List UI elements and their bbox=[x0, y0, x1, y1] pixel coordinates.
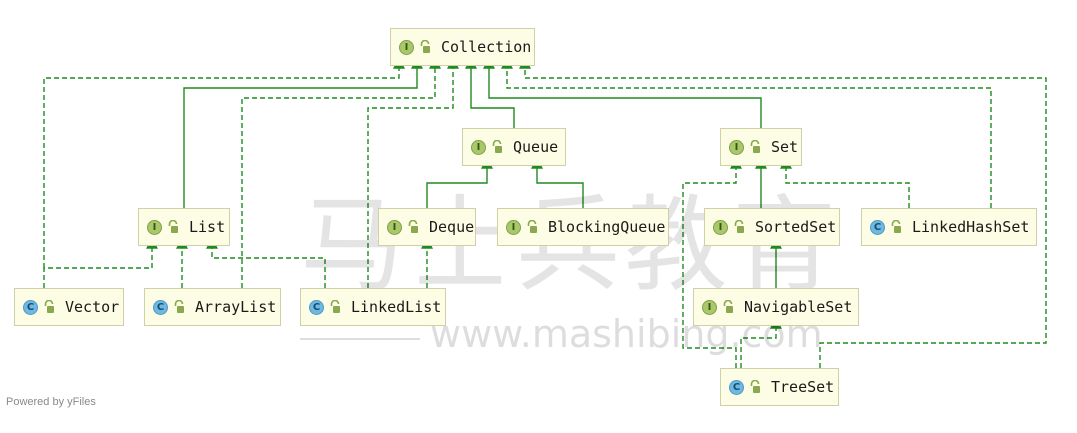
interface-icon: I bbox=[387, 219, 402, 235]
lock-icon bbox=[723, 300, 733, 313]
interface-icon: I bbox=[471, 139, 486, 155]
edge-linkedlist-to-collection bbox=[367, 56, 459, 288]
node-label: Deque bbox=[429, 218, 475, 236]
node-label: LinkedHashSet bbox=[912, 218, 1030, 236]
interface-icon: I bbox=[506, 219, 521, 235]
edge-vector-to-list bbox=[43, 236, 158, 288]
class-icon: C bbox=[23, 299, 38, 315]
node-label: NavigableSet bbox=[744, 298, 853, 316]
lock-icon bbox=[420, 40, 430, 53]
lock-icon bbox=[330, 300, 340, 313]
lock-icon bbox=[527, 220, 537, 233]
node-label: List bbox=[189, 218, 226, 236]
node-label: Queue bbox=[513, 138, 559, 156]
class-icon: C bbox=[309, 299, 324, 315]
node-label: BlockingQueue bbox=[548, 218, 666, 236]
edge-linkedhashset-to-collection bbox=[501, 56, 992, 208]
class-icon: C bbox=[870, 219, 885, 235]
node-sortedset[interactable]: I SortedSet bbox=[704, 208, 840, 246]
lock-icon bbox=[174, 300, 184, 313]
node-list[interactable]: I List bbox=[138, 208, 230, 246]
node-queue[interactable]: I Queue bbox=[462, 128, 566, 166]
node-blockingqueue[interactable]: I BlockingQueue bbox=[497, 208, 669, 246]
node-vector[interactable]: C Vector bbox=[14, 288, 124, 326]
node-collection[interactable]: I Collection bbox=[390, 28, 535, 66]
lock-icon bbox=[891, 220, 901, 233]
interface-icon: I bbox=[147, 219, 162, 235]
edge-treeset-to-navigableset bbox=[740, 316, 782, 368]
lock-icon bbox=[750, 140, 760, 153]
powered-by-label: Powered by yFiles bbox=[6, 396, 96, 408]
edge-blockingqueue-to-queue bbox=[531, 156, 584, 208]
edge-linkedlist-to-list bbox=[206, 236, 326, 288]
edge-treeset-to-set bbox=[682, 156, 742, 368]
edge-arraylist-to-collection bbox=[241, 56, 441, 288]
node-label: TreeSet bbox=[771, 378, 835, 396]
node-label: Vector bbox=[65, 298, 120, 316]
edge-vector-to-collection bbox=[43, 56, 405, 268]
edge-queue-to-collection bbox=[465, 56, 515, 128]
edge-deque-to-queue bbox=[426, 156, 493, 208]
lock-icon bbox=[408, 220, 418, 233]
node-linkedlist[interactable]: C LinkedList bbox=[300, 288, 446, 326]
interface-icon: I bbox=[729, 139, 744, 155]
node-set[interactable]: I Set bbox=[720, 128, 802, 166]
node-treeset[interactable]: C TreeSet bbox=[720, 368, 839, 406]
lock-icon bbox=[168, 220, 178, 233]
edge-treeset-to-collection bbox=[519, 56, 1047, 368]
watermark-rule bbox=[300, 338, 420, 340]
node-arraylist[interactable]: C ArrayList bbox=[144, 288, 281, 326]
interface-icon: I bbox=[713, 219, 728, 235]
node-deque[interactable]: I Deque bbox=[378, 208, 476, 246]
node-label: LinkedList bbox=[351, 298, 442, 316]
node-label: Collection bbox=[441, 38, 532, 56]
node-label: Set bbox=[771, 138, 799, 156]
class-icon: C bbox=[729, 379, 744, 395]
interface-icon: I bbox=[399, 39, 414, 55]
edge-linkedhashset-to-set bbox=[780, 156, 910, 208]
lock-icon bbox=[734, 220, 744, 233]
node-linkedhashset[interactable]: C LinkedHashSet bbox=[861, 208, 1037, 246]
node-navigableset[interactable]: I NavigableSet bbox=[693, 288, 859, 326]
interface-icon: I bbox=[702, 299, 717, 315]
lock-icon bbox=[492, 140, 502, 153]
node-label: SortedSet bbox=[755, 218, 837, 236]
class-icon: C bbox=[153, 299, 168, 315]
edge-set-to-collection bbox=[483, 56, 762, 128]
node-label: ArrayList bbox=[195, 298, 277, 316]
lock-icon bbox=[750, 380, 760, 393]
edge-list-to-collection bbox=[183, 56, 423, 208]
lock-icon bbox=[44, 300, 54, 313]
